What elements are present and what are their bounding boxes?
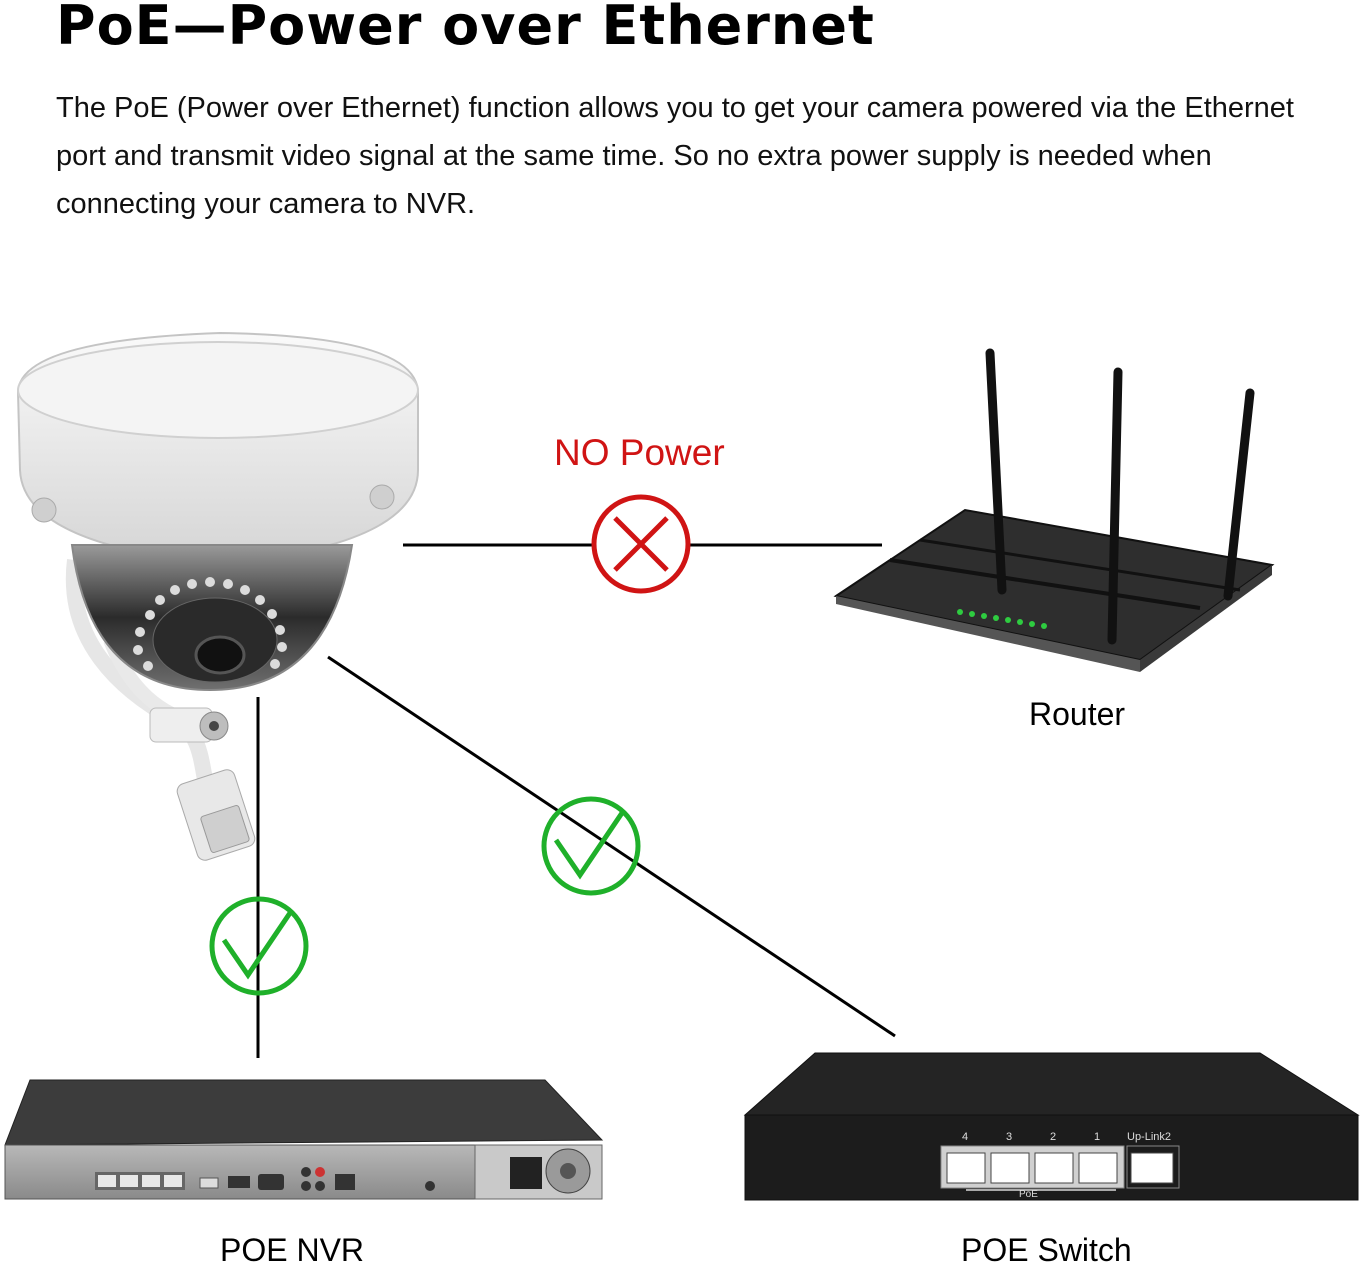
switch-port-label: 1 — [1094, 1131, 1100, 1143]
switch-uplink-label: Up-Link2 — [1127, 1131, 1171, 1143]
check-icon — [541, 796, 641, 896]
switch-port-label: 4 — [962, 1131, 968, 1143]
no-power-label: NO Power — [554, 432, 725, 473]
description: The PoE (Power over Ethernet) function a… — [56, 92, 1294, 220]
camera-switch-line — [327, 655, 896, 1038]
router-label: Router — [1029, 696, 1126, 732]
switch-poe-label: PoE — [1019, 1189, 1038, 1200]
cross-icon — [591, 494, 691, 594]
page-title: PoE—Power over Ethernet — [56, 0, 875, 57]
switch-label: POE Switch — [961, 1232, 1132, 1268]
nvr-label: POE NVR — [220, 1232, 365, 1268]
dome-camera-icon — [16, 331, 419, 861]
switch-icon: 4 3 2 1 Up-Link2 PoE — [743, 1052, 1360, 1201]
router-icon — [833, 348, 1275, 672]
switch-port-label: 2 — [1050, 1131, 1056, 1143]
nvr-icon — [4, 1079, 604, 1200]
check-icon — [209, 896, 309, 996]
switch-port-label: 3 — [1006, 1131, 1012, 1143]
